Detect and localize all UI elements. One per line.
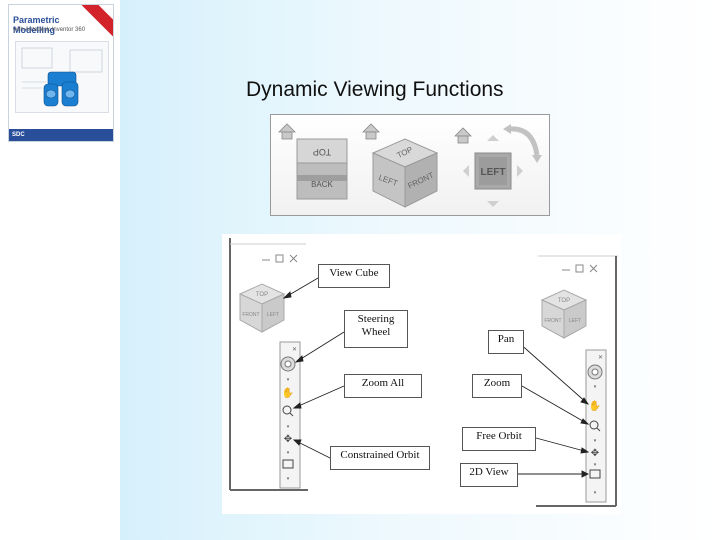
view-2d-icon[interactable] xyxy=(589,469,601,479)
mini-cube-top: TOP xyxy=(256,292,268,298)
book-cover: Parametric Modelling with Autodesk Inven… xyxy=(8,4,114,142)
right-window-frame: TOP FRONT LEFT ✕ ▾ ✋ ▾ ✥ ▾ ▾ xyxy=(536,255,618,507)
view-cube-flat[interactable]: TOP BACK xyxy=(296,138,348,200)
svg-text:✕: ✕ xyxy=(598,355,603,361)
navigation-bar: ✕ ▾ ✋ ▾ ✥ ▾ ▾ xyxy=(585,349,607,503)
arrow-up-icon xyxy=(487,135,499,141)
cube-face-label: LEFT xyxy=(481,167,506,178)
zoom-all-icon[interactable] xyxy=(282,405,292,415)
callout-constrained-orbit: Constrained Orbit xyxy=(330,446,430,470)
callout-view-cube: View Cube xyxy=(318,264,390,288)
home-icon[interactable] xyxy=(362,123,380,140)
svg-text:▾: ▾ xyxy=(594,462,597,468)
callout-pan: Pan xyxy=(488,330,524,354)
arrow-down-icon xyxy=(487,201,499,207)
arrow-left-icon xyxy=(463,165,469,177)
book-subtitle: with Autodesk Inventor 360 xyxy=(13,27,86,33)
callout-zoom: Zoom xyxy=(472,374,522,398)
chevron-down-icon: ▾ xyxy=(287,377,290,383)
book-publisher-bar: SDC xyxy=(9,129,113,141)
mini-view-cube[interactable]: TOP FRONT LEFT xyxy=(540,289,588,339)
callout-free-orbit: Free Orbit xyxy=(462,427,536,451)
close-icon xyxy=(289,254,298,263)
view-cube-face[interactable]: LEFT xyxy=(463,135,523,207)
close-icon xyxy=(589,264,598,273)
svg-text:▾: ▾ xyxy=(594,490,597,496)
view-2d-icon[interactable] xyxy=(282,459,294,469)
orbit-icon[interactable]: ✥ xyxy=(284,434,292,445)
mini-view-cube[interactable]: TOP FRONT LEFT xyxy=(238,283,286,333)
zoom-icon[interactable] xyxy=(589,420,599,430)
svg-text:▾: ▾ xyxy=(287,476,290,482)
restore-icon xyxy=(275,254,284,263)
restore-icon xyxy=(575,264,584,273)
mini-cube-left: FRONT xyxy=(544,318,561,324)
cube-back-label: BACK xyxy=(311,180,333,189)
free-orbit-icon[interactable]: ✥ xyxy=(591,448,599,459)
view-cube-iso[interactable]: TOP LEFT FRONT xyxy=(371,138,439,208)
rotate-arc-icon[interactable] xyxy=(508,126,540,156)
slide-title: Dynamic Viewing Functions xyxy=(246,78,504,101)
arrow-right-icon xyxy=(517,165,523,177)
book-title: Parametric Modelling xyxy=(13,15,60,35)
cube-top-label: TOP xyxy=(313,147,331,157)
pan-icon[interactable]: ✋ xyxy=(589,399,601,412)
mini-cube-right: LEFT xyxy=(267,312,279,318)
blue-part-model xyxy=(43,71,79,107)
callout-2d-view: 2D View xyxy=(460,463,518,487)
svg-text:▾: ▾ xyxy=(594,384,597,390)
mini-cube-top: TOP xyxy=(558,298,570,304)
left-window-frame: TOP FRONT LEFT ✕ ▾ ✋ ▾ ✥ ▾ ▾ xyxy=(229,238,308,491)
svg-text:▾: ▾ xyxy=(594,438,597,444)
navigation-figure: TOP FRONT LEFT ✕ ▾ ✋ ▾ ✥ ▾ ▾ xyxy=(222,234,622,514)
view-cube-strip: TOP BACK TOP LEFT FRONT xyxy=(270,114,550,216)
home-icon[interactable] xyxy=(278,123,296,140)
svg-text:▾: ▾ xyxy=(287,450,290,456)
callout-zoom-all: Zoom All xyxy=(344,374,422,398)
mini-cube-right: LEFT xyxy=(569,318,581,324)
mini-cube-left: FRONT xyxy=(242,312,259,318)
navigation-bar: ✕ ▾ ✋ ▾ ✥ ▾ ▾ xyxy=(279,341,301,489)
navbar-close-icon: ✕ xyxy=(292,347,297,353)
svg-text:▾: ▾ xyxy=(287,424,290,430)
callout-steering-wheel: Steering Wheel xyxy=(344,310,408,348)
pan-icon[interactable]: ✋ xyxy=(282,386,294,399)
leader-lines xyxy=(282,277,590,478)
home-icon[interactable] xyxy=(454,127,472,144)
book-drawing xyxy=(15,41,109,113)
